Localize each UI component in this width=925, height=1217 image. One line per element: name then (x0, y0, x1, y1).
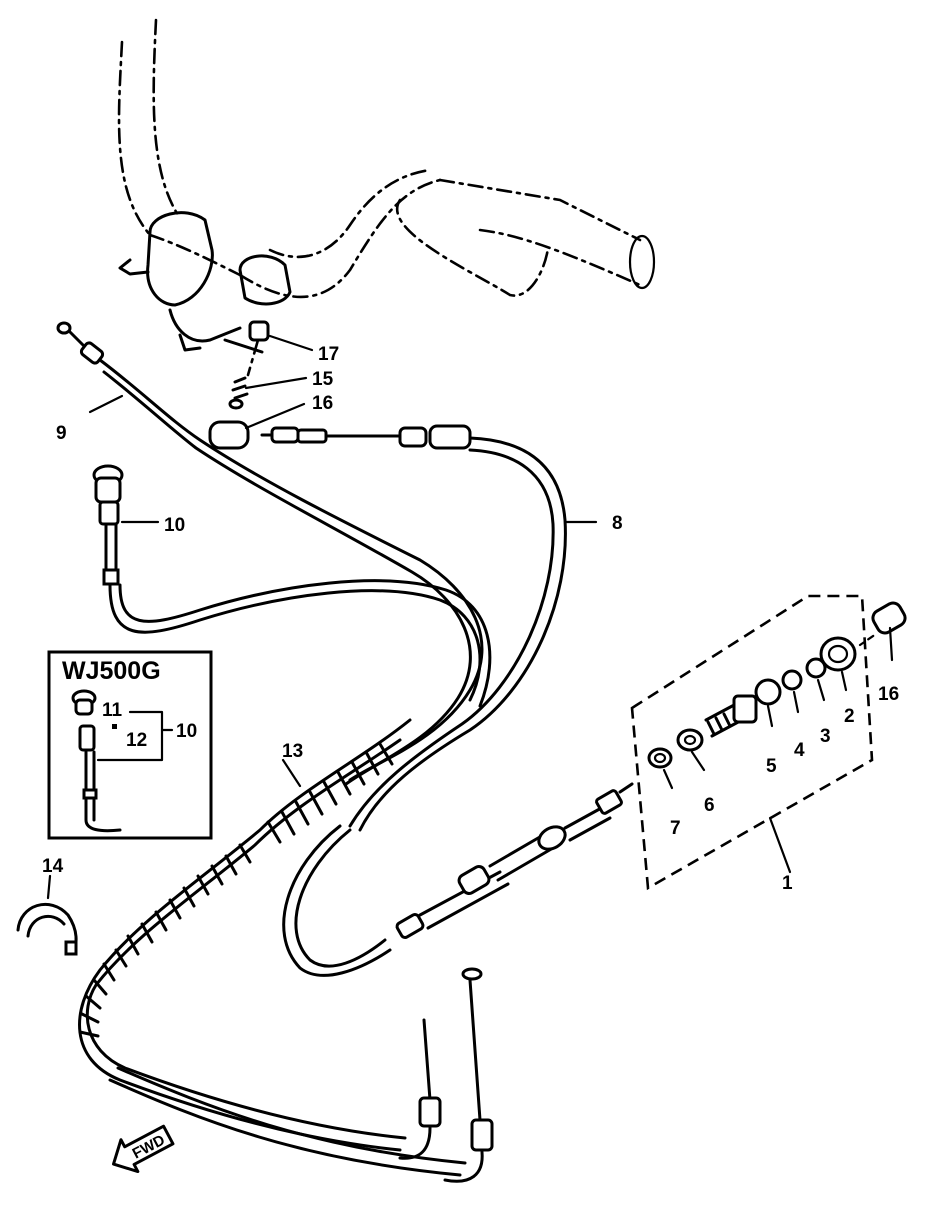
callout-17: 17 (318, 344, 339, 365)
callout-10: 10 (164, 515, 185, 536)
washer-7 (647, 747, 673, 769)
callout-3: 3 (820, 726, 831, 747)
washer-6 (676, 728, 704, 752)
callout-15: 15 (312, 369, 334, 390)
callout-14: 14 (42, 856, 64, 877)
cable-9 (56, 321, 484, 786)
adjuster-16-right (871, 601, 907, 635)
callout-16-right: 16 (878, 684, 899, 705)
adjuster-16 (208, 420, 250, 450)
clamp-14 (16, 902, 78, 956)
callout-8: 8 (612, 513, 623, 534)
callout-5: 5 (766, 756, 777, 777)
leader-lines (46, 334, 894, 900)
inset-wj500g (47, 650, 213, 840)
cable-1 (395, 782, 634, 939)
callout-16: 16 (312, 393, 333, 414)
spiral-wrap (78, 742, 394, 1038)
callout-4: 4 (794, 740, 805, 761)
callout-9: 9 (56, 423, 67, 444)
cable-8 (260, 424, 567, 832)
exploded-parts (647, 601, 907, 769)
carb-cable-ends (398, 967, 494, 1183)
fitting-5 (732, 694, 758, 724)
callout-1: 1 (782, 873, 793, 894)
adjuster-parts (208, 320, 270, 450)
inset-title: WJ500G (62, 657, 161, 685)
forward-arrow: FWD (112, 1124, 175, 1174)
callout-11: 11 (102, 700, 123, 721)
nut-5 (754, 678, 782, 706)
nut-2 (819, 636, 857, 672)
callout-7: 7 (670, 818, 681, 839)
handlebar-outline (117, 18, 656, 299)
throttle-housing (118, 211, 292, 354)
cable-bundle-13 (78, 718, 467, 1177)
washer-3 (805, 657, 827, 679)
cable-10 (92, 464, 492, 708)
callout-2: 2 (844, 706, 855, 727)
callout-12: 12 (126, 730, 147, 751)
nut-17 (248, 320, 270, 342)
callout-6: 6 (704, 795, 715, 816)
callout-13: 13 (282, 741, 303, 762)
ring-4 (781, 669, 803, 691)
assembly-box (630, 594, 874, 891)
callout-10-inset: 10 (176, 721, 197, 742)
